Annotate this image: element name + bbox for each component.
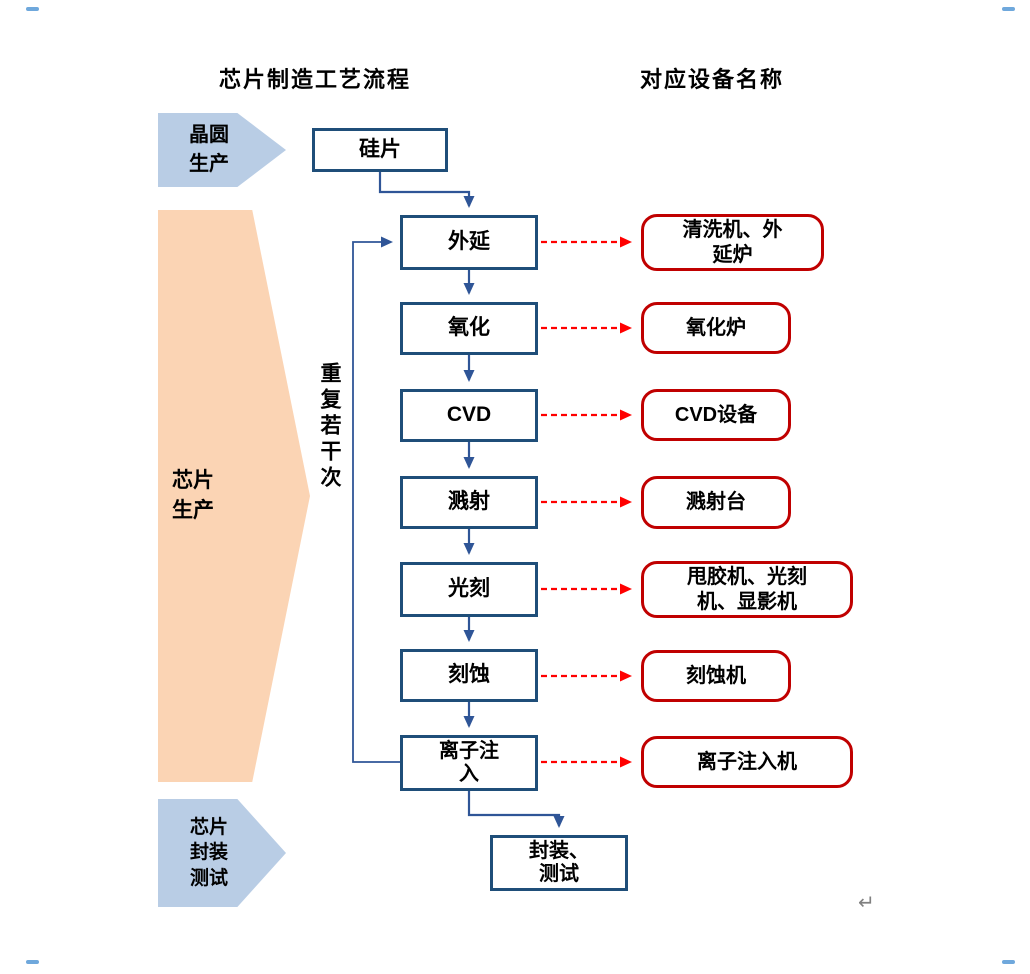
flow-box-silicon-wafer: 硅片 <box>312 128 448 172</box>
connector-silicon-to-epitaxy <box>378 172 475 208</box>
equipment-box-cleaner-epitaxy-furnace: 清洗机、外 延炉 <box>641 214 824 271</box>
stage-arrow-chip-production: 芯片 生产 <box>158 210 310 782</box>
flow-box-ion-implantation: 离子注 入 <box>400 735 538 791</box>
flow-box-cvd: CVD <box>400 389 538 442</box>
stage-arrow-package-test: 芯片 封装 测试 <box>158 799 286 907</box>
equipment-box-etcher: 刻蚀机 <box>641 650 791 702</box>
canvas-corner-mark <box>1002 7 1015 11</box>
flow-box-package-test: 封装、 测试 <box>490 835 628 891</box>
flow-box-etching: 刻蚀 <box>400 649 538 702</box>
canvas-corner-mark <box>26 960 39 964</box>
return-mark: ↵ <box>858 892 875 914</box>
stage-label-wafer-production: 晶圆 生产 <box>189 124 229 175</box>
right-column-title: 对应设备名称 <box>639 67 784 92</box>
flow-box-sputtering: 溅射 <box>400 476 538 529</box>
equipment-box-coater-litho-developer: 甩胶机、光刻 机、显影机 <box>641 561 853 618</box>
canvas-corner-mark <box>1002 960 1015 964</box>
connector-implant-to-package <box>467 791 565 828</box>
flow-box-oxidation: 氧化 <box>400 302 538 355</box>
equipment-box-sputtering-station: 溅射台 <box>641 476 791 529</box>
stage-label-package-test: 芯片 封装 测试 <box>189 816 228 889</box>
canvas-corner-mark <box>26 7 39 11</box>
stage-label-chip-production: 芯片 生产 <box>172 468 214 522</box>
loop-label-repeat: 重复若干次 <box>318 362 341 492</box>
flow-box-epitaxy: 外延 <box>400 215 538 270</box>
left-column-title: 芯片制造工艺流程 <box>218 67 411 92</box>
feedback-loop-line <box>352 236 400 763</box>
equipment-box-oxidation-furnace: 氧化炉 <box>641 302 791 354</box>
equipment-box-cvd-equipment: CVD设备 <box>641 389 791 441</box>
stage-arrow-wafer-production: 晶圆 生产 <box>158 113 286 187</box>
flow-box-lithography: 光刻 <box>400 562 538 617</box>
equipment-box-ion-implanter: 离子注入机 <box>641 736 853 788</box>
